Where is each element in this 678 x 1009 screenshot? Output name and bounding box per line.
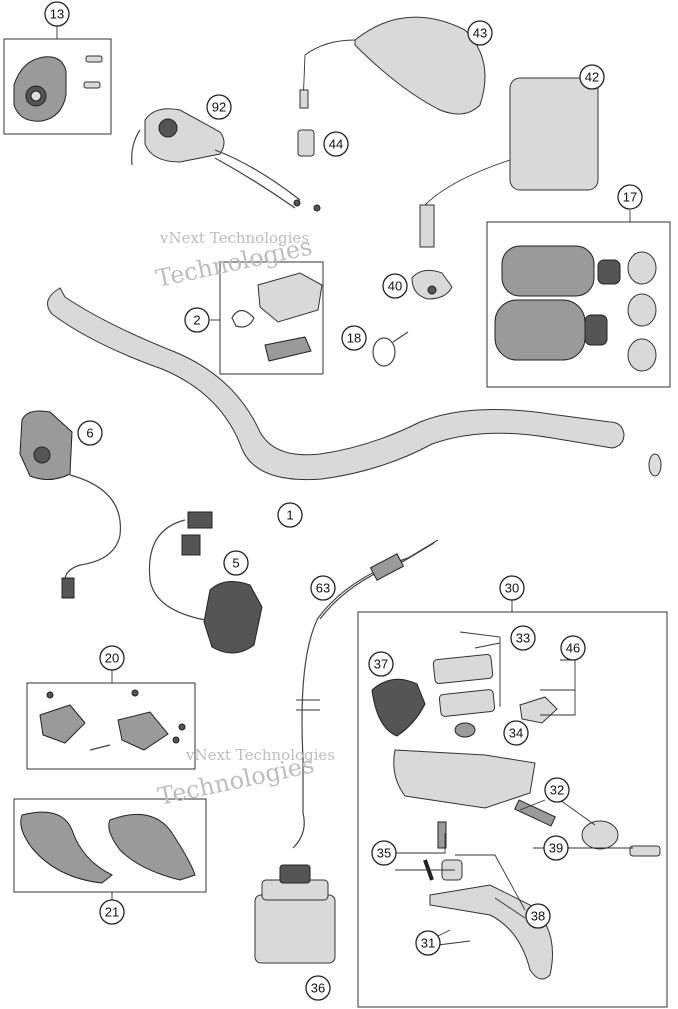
callout-33: 33 [510,625,536,651]
callout-31-label: 31 [421,936,435,951]
part-13-switch-housing [13,55,103,122]
part-17-grip-set [494,245,657,372]
callout-17: 17 [617,184,643,210]
callout-39: 39 [543,835,569,861]
callout-39-label: 39 [549,841,563,856]
callout-21-label: 21 [105,905,119,920]
callout-38-label: 38 [531,909,545,924]
callout-43-label: 43 [473,26,487,41]
callout-6: 6 [77,420,103,446]
callout-2: 2 [184,307,210,333]
watermark-line1-bottom: vNext Technologies [185,746,335,764]
watermark-line1-top: vNext Technologies [159,229,309,247]
group-box-2 [219,261,324,375]
part-21-hand-guards [20,811,196,884]
callout-92-label: 92 [212,100,226,115]
callout-34-label: 34 [509,726,523,741]
group-box-20 [26,682,196,770]
callout-35-label: 35 [377,846,391,861]
callout-34: 34 [503,720,529,746]
callout-92: 92 [206,94,232,120]
callout-30-label: 30 [505,581,519,596]
callout-20-label: 20 [105,651,119,666]
part-42-mirror-right [419,77,599,248]
callout-44-label: 44 [329,137,343,152]
group-box-30 [357,611,668,1008]
part-30-master-cylinder-assembly [371,653,661,980]
callout-36-label: 36 [311,981,325,996]
callout-37-label: 37 [374,657,388,672]
callout-35: 35 [371,840,397,866]
callout-30: 30 [499,575,525,601]
callout-37: 37 [368,651,394,677]
callout-1: 1 [277,502,303,528]
callout-18: 18 [341,325,367,351]
part-44-adapter [297,129,315,157]
part-92-throttle-assembly [131,108,321,212]
callout-46-label: 46 [566,641,580,656]
group-box-21 [13,798,207,893]
callout-32: 32 [544,777,570,803]
part-40-clamp [411,269,453,300]
callout-13-label: 13 [50,7,64,22]
callout-42: 42 [579,64,605,90]
callout-43: 43 [467,20,493,46]
callout-21: 21 [99,899,125,925]
part-20-fittings-kit [39,689,186,751]
part-2-holder-kit [231,272,323,362]
group-box-17 [486,221,671,388]
callout-46: 46 [560,635,586,661]
part-36-brake-fluid-bottle [254,864,336,964]
callout-40: 40 [382,273,408,299]
part-43-mirror-left [299,16,486,115]
part-1-handlebar [47,287,662,481]
callout-33-label: 33 [516,631,530,646]
group-box-13 [3,38,112,135]
callout-1-label: 1 [286,508,293,523]
part-5-switch-right [148,511,263,654]
callout-32-label: 32 [550,783,564,798]
callout-5: 5 [223,550,249,576]
part-63-brake-line [292,539,439,849]
callout-6-label: 6 [86,426,93,441]
callout-40-label: 40 [388,279,402,294]
callout-31: 31 [415,930,441,956]
callout-20: 20 [99,645,125,671]
callout-63: 63 [310,575,336,601]
callout-42-label: 42 [585,70,599,85]
callout-36: 36 [305,975,331,1001]
watermark-bottom: vNext Technologies Technologies [155,746,335,811]
callout-13: 13 [44,1,70,27]
callout-63-label: 63 [316,581,330,596]
part-18-cable-tie [372,331,409,367]
callout-44: 44 [323,131,349,157]
callout-2-label: 2 [193,313,200,328]
callout-38: 38 [525,903,551,929]
part-6-switch-left [19,410,121,599]
callout-17-label: 17 [623,190,637,205]
callout-18-label: 18 [347,331,361,346]
callout-5-label: 5 [232,556,239,571]
